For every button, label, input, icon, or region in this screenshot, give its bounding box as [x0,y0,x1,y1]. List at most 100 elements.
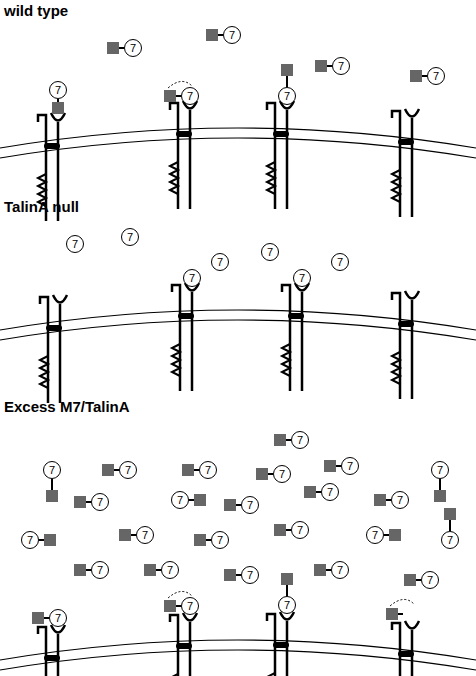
node-text: 7 [187,601,193,612]
m7-circle: 7 [223,26,241,44]
panel-label: TalinA null [4,198,79,215]
m7-circle: 7 [431,461,449,479]
panel-label: wild type [4,2,68,19]
m7-circle: 7 [91,561,109,579]
talin-square [107,42,119,54]
link-line [286,585,288,596]
node-text: 7 [279,469,285,480]
talin-square [304,486,316,498]
talin-square [281,573,293,585]
talin-square [224,499,236,511]
m7-circle: 7 [241,496,259,514]
node-text: 7 [427,575,433,586]
talin-square [256,468,268,480]
m7-circle: 7 [331,561,349,579]
node-text: 7 [125,465,131,476]
talin-square [44,534,56,546]
link-line [286,76,288,87]
m7-circle: 7 [331,253,349,271]
talin-square [389,529,401,541]
receptor [170,613,197,676]
node-text: 7 [284,91,290,102]
m7-circle: 7 [49,609,67,627]
receptor [267,612,294,676]
node-text: 7 [97,497,103,508]
node-text: 7 [372,530,378,541]
link-line [449,520,451,531]
receptor [267,101,294,209]
talin-square [164,90,176,102]
talin-square [74,564,86,576]
talin-square [324,460,336,472]
node-text: 7 [338,61,344,72]
m7-circle: 7 [278,596,296,614]
talin-square [281,64,293,76]
node-text: 7 [177,495,183,506]
node-text: 7 [27,535,33,546]
node-text: 7 [217,257,223,268]
node-text: 7 [167,565,173,576]
receptor [170,101,197,209]
m7-circle: 7 [211,531,229,549]
m7-circle: 7 [183,269,201,287]
m7-circle: 7 [91,493,109,511]
node-text: 7 [299,273,305,284]
talin-square [386,608,398,620]
m7-circle: 7 [291,431,309,449]
talin-square [374,494,386,506]
m7-circle: 7 [181,87,199,105]
node-text: 7 [267,247,273,258]
node-text: 7 [337,257,343,268]
node-text: 7 [347,461,353,472]
node-text: 7 [297,435,303,446]
node-text: 7 [49,465,55,476]
m7-circle: 7 [427,67,445,85]
receptor [392,291,419,399]
link-line [51,479,53,490]
m7-circle: 7 [66,235,84,253]
m7-circle: 7 [261,243,279,261]
m7-circle: 7 [293,269,311,287]
dotted-arc [390,599,414,606]
m7-circle: 7 [171,491,189,509]
m7-circle: 7 [321,483,339,501]
talin-square [46,490,58,502]
node-text: 7 [72,239,78,250]
talin-square [274,524,286,536]
node-text: 7 [337,565,343,576]
m7-circle: 7 [181,597,199,615]
talin-square [102,464,114,476]
node-text: 7 [97,565,103,576]
m7-circle: 7 [124,39,142,57]
node-text: 7 [130,43,136,54]
link-line [57,99,59,102]
receptor [40,295,67,403]
link-line [439,479,441,490]
m7-circle: 7 [366,526,384,544]
node-text: 7 [189,273,195,284]
link-line [189,499,194,501]
talin-square [404,574,416,586]
m7-circle: 7 [278,87,296,105]
m7-circle: 7 [291,521,309,539]
m7-circle: 7 [441,531,459,549]
m7-circle: 7 [341,457,359,475]
node-text: 7 [397,495,403,506]
m7-circle: 7 [273,465,291,483]
receptor [282,283,309,391]
talin-square [434,490,446,502]
link-line [384,534,389,536]
node-text: 7 [205,465,211,476]
node-text: 7 [327,487,333,498]
talin-square [274,434,286,446]
receptor [392,621,419,676]
talin-square [194,494,206,506]
node-text: 7 [55,85,61,96]
talin-square [314,564,326,576]
node-text: 7 [229,30,235,41]
link-line [39,539,44,541]
talin-square [182,464,194,476]
m7-circle: 7 [161,561,179,579]
talin-square [119,529,131,541]
